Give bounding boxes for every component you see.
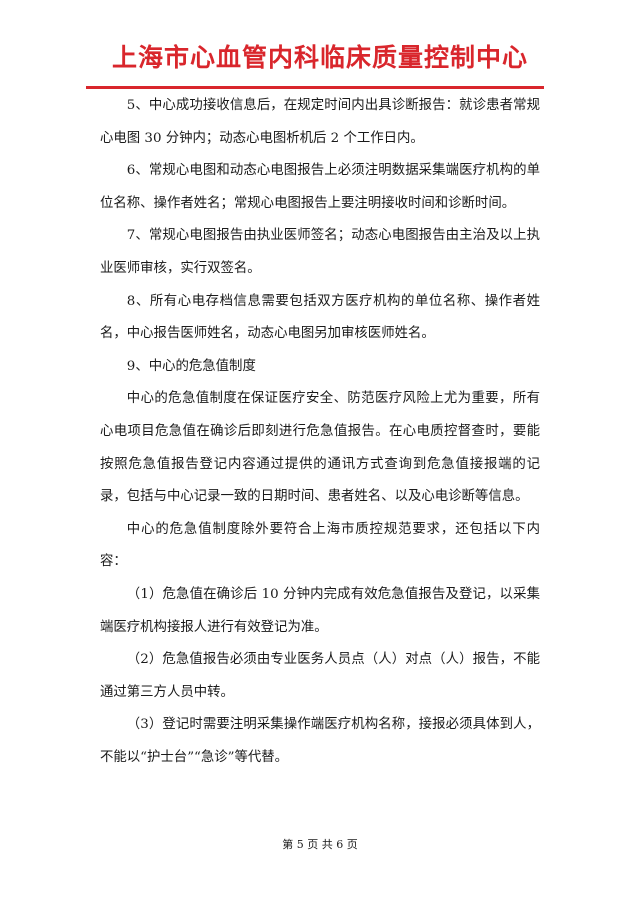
page-title: 上海市心血管内科临床质量控制中心 <box>111 43 528 72</box>
section-heading-critical-value: 9、中心的危急值制度 <box>126 358 256 374</box>
paragraph-item-5: 5、中心成功接收信息后，在规定时间内出具诊断报告：就诊患者常规心电图 30 分钟… <box>100 98 540 146</box>
page-number: 第 5 页 共 6 页 <box>282 838 358 851</box>
paragraph-requirement-2: （2）危急值报告必须由专业医务人员点（人）对点（人）报告，不能通过第三方人员中转… <box>100 652 540 700</box>
document-body: 5、中心成功接收信息后，在规定时间内出具诊断报告：就诊患者常规心电图 30 分钟… <box>100 90 540 774</box>
paragraph-item-7: 7、常规心电图报告由执业医师签名；动态心电图报告由主治及以上执业医师审核，实行双… <box>100 228 540 276</box>
paragraph-requirement-3: （3）登记时需要注明采集操作端医疗机构名称，接报必须具体到人，不能以“护士台”“… <box>100 717 540 765</box>
paragraph-item-8: 8、所有心电存档信息需要包括双方医疗机构的单位名称、操作者姓名，中心报告医师姓名… <box>100 293 540 342</box>
paragraph-critical-value-intro: 中心的危急值制度在保证医疗安全、防范医疗风险上尤为重要，所有心电项目危急值在确诊… <box>100 391 540 505</box>
paragraph-requirement-1: （1）危急值在确诊后 10 分钟内完成有效危急值报告及登记，以采集端医疗机构接报… <box>100 586 540 635</box>
paragraph-item-6: 6、常规心电图和动态心电图报告上必须注明数据采集端医疗机构的单位名称、操作者姓名… <box>100 163 540 211</box>
header-divider <box>86 86 544 89</box>
paragraph-critical-value-requirements: 中心的危急值制度除外要符合上海市质控规范要求，还包括以下内容： <box>100 521 540 570</box>
